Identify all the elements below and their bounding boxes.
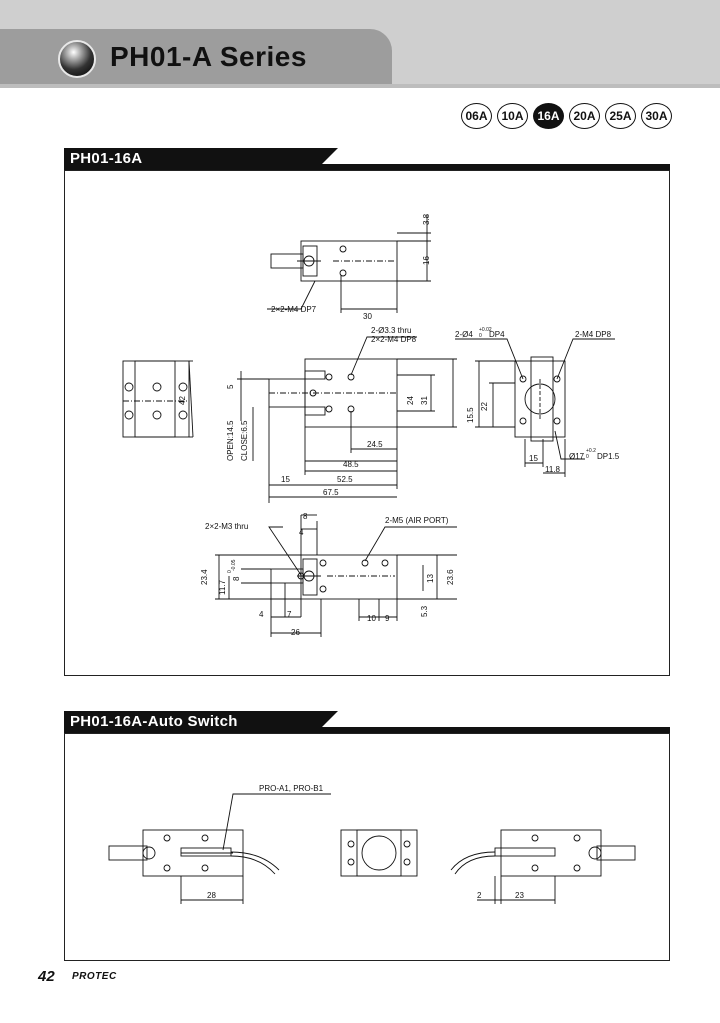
dimension-drawing: 3.8 16 30 2×2-M4 DP7 2-Ø3.3 thru 2×2-M4 … — [122, 213, 620, 637]
dim-front-31: 31 — [420, 396, 429, 405]
dim-end-22: 22 — [480, 402, 489, 411]
note-end-tap: 2-M4 DP8 — [575, 330, 612, 339]
size-tab-30a[interactable]: 30A — [641, 103, 672, 129]
dim-bottom-26: 26 — [291, 628, 300, 637]
dim-front-open: OPEN:14.5 — [226, 420, 235, 461]
bottom-view-drawing — [215, 514, 457, 637]
size-tab-06a[interactable]: 06A — [461, 103, 492, 129]
auto-switch-drawing-panel: PRO-A1, PRO-B1 28 2 23 — [64, 733, 670, 961]
dim-bottom-4b: 4 — [259, 610, 264, 619]
page-number: 42 — [38, 968, 55, 985]
note-top-tap: 2×2-M4 DP7 — [271, 305, 317, 314]
dim-front-15: 15 — [281, 475, 290, 484]
brand-name: PROTEC — [72, 971, 117, 982]
dim-switch-23: 23 — [515, 891, 524, 900]
end-view-drawing — [455, 338, 615, 477]
note-front-holes: 2-Ø3.3 thru — [371, 326, 411, 335]
dim-bottom-tol-zero: 0 — [227, 570, 233, 573]
header-rule — [0, 84, 720, 88]
note-bottom-thru: 2×2-M3 thru — [205, 522, 248, 531]
note-end-pin: 2-Ø4 — [455, 330, 473, 339]
dim-end-11-8: 11.8 — [545, 465, 561, 474]
note-end-bore-tol: +0.2 — [586, 448, 596, 454]
section-auto-switch-header: PH01-16A-Auto Switch — [64, 711, 670, 733]
dimension-drawing-panel: 3.8 16 30 2×2-M4 DP7 2-Ø3.3 thru 2×2-M4 … — [64, 170, 670, 676]
section-auto-switch-title: PH01-16A-Auto Switch — [70, 713, 238, 730]
brand-ball-icon — [58, 40, 96, 78]
dim-front-24-5: 24.5 — [367, 440, 383, 449]
note-end-pin-tol: +0.02 — [479, 327, 492, 333]
dim-top-16: 16 — [422, 256, 431, 265]
size-selector: 06A 10A 16A 20A 25A 30A — [461, 103, 672, 129]
dim-front-24: 24 — [406, 396, 415, 405]
dim-end-15: 15 — [529, 454, 538, 463]
dim-top-3-8: 3.8 — [422, 213, 431, 225]
dim-bottom-7: 7 — [287, 610, 292, 619]
section-dimensions-title: PH01-16A — [70, 150, 143, 167]
auto-switch-drawing: PRO-A1, PRO-B1 28 2 23 — [108, 784, 636, 904]
size-tab-10a[interactable]: 10A — [497, 103, 528, 129]
note-end-pin-depth: DP4 — [489, 330, 505, 339]
dim-side-42: 42 — [178, 396, 187, 405]
note-end-bore: Ø17 — [569, 452, 585, 461]
dim-front-67-5: 67.5 — [323, 488, 339, 497]
dim-bottom-23-6: 23.6 — [446, 569, 455, 585]
dim-bottom-5-3: 5.3 — [420, 605, 429, 617]
dim-front-48-5: 48.5 — [343, 460, 359, 469]
dim-bottom-8: 8 — [303, 512, 308, 521]
dim-bottom-8b: 8 — [232, 576, 241, 581]
dim-bottom-9: 9 — [385, 614, 390, 623]
dim-switch-2: 2 — [477, 891, 482, 900]
section-dimensions-header: PH01-16A — [64, 148, 670, 170]
dim-bottom-13: 13 — [426, 574, 435, 583]
dim-bottom-11-7: 11.7 — [218, 579, 227, 595]
note-end-bore-depth: DP1.5 — [597, 452, 620, 461]
note-front-tap: 2×2-M4 DP8 — [371, 335, 417, 344]
switch-rear-drawing — [450, 829, 636, 904]
dim-top-30: 30 — [363, 312, 372, 321]
front-view-drawing — [237, 336, 457, 503]
dim-front-close: CLOSE:6.5 — [240, 420, 249, 461]
switch-model-note: PRO-A1, PRO-B1 — [259, 784, 324, 793]
dim-bottom-10: 10 — [367, 614, 376, 623]
dim-front-5: 5 — [226, 384, 235, 389]
note-bottom-port: 2-M5 (AIR PORT) — [385, 516, 449, 525]
dim-switch-28: 28 — [207, 891, 216, 900]
dim-bottom-4: 4 — [299, 528, 304, 537]
note-end-bore-tol-low: 0 — [586, 454, 589, 460]
series-title: PH01-A Series — [110, 41, 307, 72]
size-tab-25a[interactable]: 25A — [605, 103, 636, 129]
switch-front-drawing — [108, 793, 331, 904]
dim-bottom-23-4: 23.4 — [200, 569, 209, 585]
size-tab-16a[interactable]: 16A — [533, 103, 564, 129]
dim-bottom-tol-plus: -0.05 — [231, 559, 237, 571]
dim-front-52-5: 52.5 — [337, 475, 353, 484]
top-view-drawing — [267, 215, 431, 313]
switch-end-drawing — [340, 829, 418, 877]
side-view-drawing — [122, 360, 194, 438]
note-end-pin-tol-low: 0 — [479, 333, 482, 339]
dim-end-15-5: 15.5 — [466, 407, 475, 423]
size-tab-20a[interactable]: 20A — [569, 103, 600, 129]
